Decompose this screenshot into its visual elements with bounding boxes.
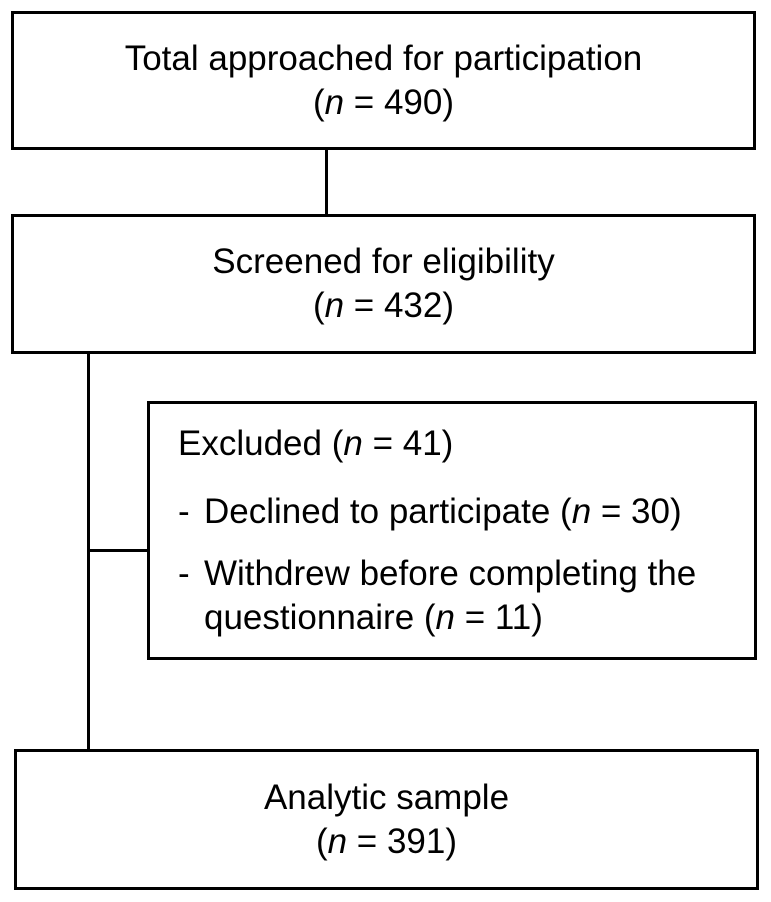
box-total-approached-label: Total approached for participation xyxy=(124,38,643,78)
excluded-item-withdrew: -Withdrew before completing the question… xyxy=(178,552,696,640)
connector-to-excluded xyxy=(88,549,150,552)
box-screened-label: Screened for eligibility xyxy=(212,242,555,281)
box-analytic-sample-count: (n = 391) xyxy=(315,821,458,861)
box-excluded-title: Excluded (n = 41) xyxy=(178,424,454,463)
excluded-item-declined: -Declined to participate (n = 30) xyxy=(178,492,682,531)
box-total-approached-count: (n = 490) xyxy=(312,82,455,122)
box-analytic-sample: Analytic sample (n = 391) xyxy=(14,749,759,890)
box-screened: Screened for eligibility (n = 432) xyxy=(11,214,756,354)
excluded-item-withdrew-line2: questionnaire (n = 11) xyxy=(204,598,543,637)
box-analytic-sample-label: Analytic sample xyxy=(263,777,510,817)
box-excluded: Excluded (n = 41) -Declined to participa… xyxy=(147,401,757,660)
box-total-approached: Total approached for participation (n = … xyxy=(11,11,756,150)
box-screened-count: (n = 432) xyxy=(312,286,455,325)
connector-approached-to-screened xyxy=(325,147,328,217)
